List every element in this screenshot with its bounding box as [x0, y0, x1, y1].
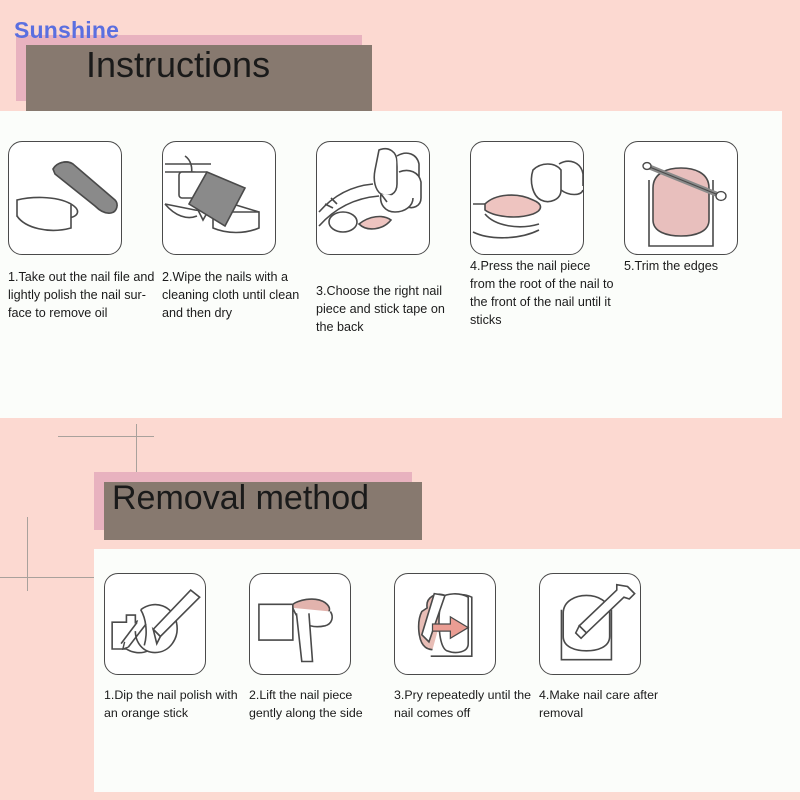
instruction-step-4-caption: 4.Press the nail piece from the root of …	[470, 259, 614, 327]
trim-edges-icon	[624, 141, 738, 255]
crosshair-upper-decoration	[58, 424, 154, 474]
removal-step-2: 2.Lift the nail piece gently along the s…	[249, 573, 394, 722]
removal-step-3: 3.Pry repeatedly until the nail comes of…	[394, 573, 539, 722]
removal-header-badge: Removal method	[94, 472, 422, 540]
crosshair-lower-vertical-line	[27, 517, 28, 591]
instruction-step-2: 2.Wipe the nails with a cleaning cloth u…	[162, 141, 316, 337]
removal-title: Removal method	[112, 479, 370, 517]
instructions-steps-row: 1.Take out the nail file and lightly pol…	[8, 141, 778, 337]
crosshair-lower-horizontal-line	[0, 577, 95, 578]
nail-file-icon	[8, 141, 122, 255]
instruction-step-2-caption: 2.Wipe the nails with a cleaning cloth u…	[162, 270, 300, 320]
removal-step-1: 1.Dip the nail polish with an orange sti…	[104, 573, 249, 722]
removal-steps-row: 1.Dip the nail polish with an orange sti…	[104, 573, 794, 722]
instruction-step-1: 1.Take out the nail file and lightly pol…	[8, 141, 162, 337]
choose-nail-piece-icon	[316, 141, 430, 255]
instruction-step-4: 4.Press the nail piece from the root of …	[470, 141, 624, 337]
instruction-step-3-caption: 3.Choose the right nail piece and stick …	[316, 284, 445, 334]
crosshair-lower-decoration	[0, 517, 95, 591]
instructions-header-badge: Instructions	[16, 35, 372, 111]
instruction-step-5-caption: 5.Trim the edges	[624, 259, 719, 273]
crosshair-upper-vertical-line	[136, 424, 137, 474]
removal-step-3-caption: 3.Pry repeatedly until the nail comes of…	[394, 688, 532, 720]
removal-step-2-caption: 2.Lift the nail piece gently along the s…	[249, 688, 363, 720]
dip-polish-icon	[104, 573, 206, 675]
watermark-sunshine: Sunshine	[14, 17, 120, 43]
removal-step-4-caption: 4.Make nail care after removal	[539, 688, 659, 720]
cleaning-cloth-icon	[162, 141, 276, 255]
lift-nail-piece-icon	[249, 573, 351, 675]
instruction-step-3: 3.Choose the right nail piece and stick …	[316, 141, 470, 337]
pry-nail-icon	[394, 573, 496, 675]
instructions-title: Instructions	[86, 44, 271, 85]
crosshair-upper-horizontal-line	[58, 436, 154, 437]
nail-care-icon	[539, 573, 641, 675]
removal-step-4: 4.Make nail care after removal	[539, 573, 684, 722]
instruction-step-5: 5.Trim the edges	[624, 141, 778, 337]
instruction-step-1-caption: 1.Take out the nail file and lightly pol…	[8, 270, 155, 320]
removal-step-1-caption: 1.Dip the nail polish with an orange sti…	[104, 688, 238, 720]
press-nail-piece-icon	[470, 141, 584, 255]
